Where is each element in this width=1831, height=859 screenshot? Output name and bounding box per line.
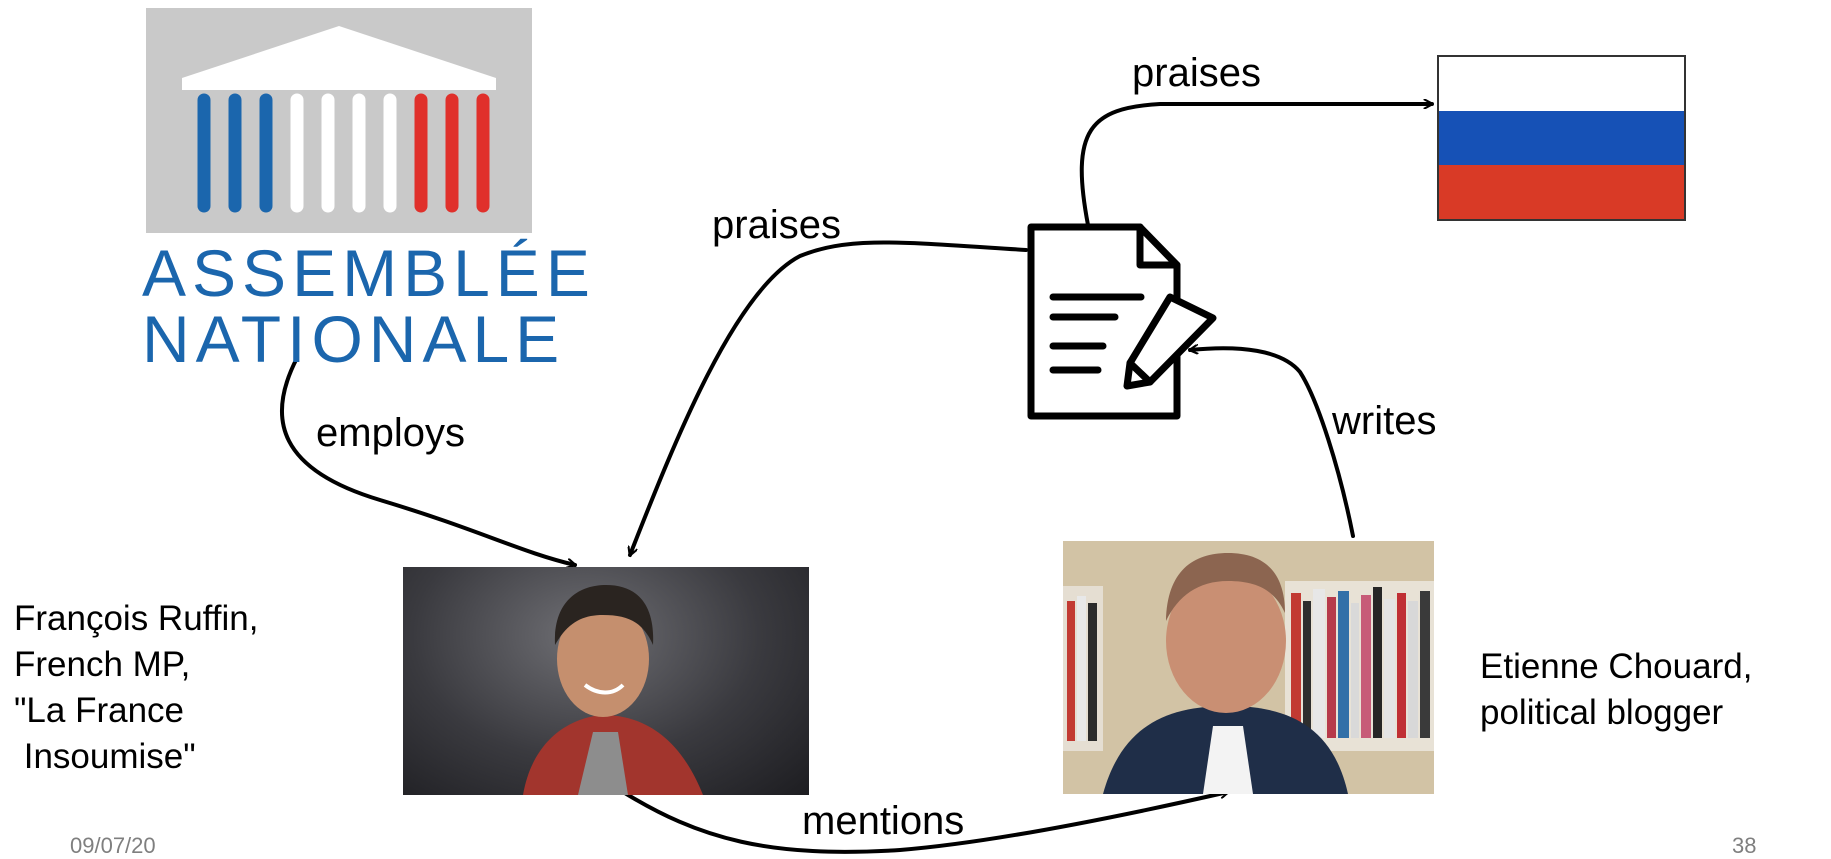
ruffin-caption: François Ruffin, French MP, "La France I… — [14, 599, 259, 776]
assemblee-nationale-logo — [146, 8, 532, 233]
person-portrait-icon — [523, 585, 703, 795]
employs-arrow — [279, 356, 575, 565]
praises-flag-arrow — [1079, 104, 1434, 227]
flag-blue-stripe — [1439, 110, 1684, 165]
chouard-caption: Etienne Chouard, political blogger — [1480, 647, 1753, 732]
slide-number: 38 — [1732, 833, 1757, 858]
logo-text-line1: ASSEMBLÉE — [142, 236, 596, 310]
person-portrait-icon — [1063, 541, 1434, 794]
document-with-pen-icon — [1027, 223, 1217, 420]
praises-flag-label: praises — [1132, 51, 1261, 95]
praises-doc-label: praises — [712, 203, 841, 247]
russian-flag — [1437, 55, 1686, 221]
mentions-label: mentions — [802, 799, 965, 843]
flag-red-stripe — [1439, 164, 1684, 219]
writes-arrow — [1190, 348, 1355, 538]
writes-label: writes — [1332, 399, 1437, 443]
flag-white-stripe — [1439, 57, 1684, 111]
francois-ruffin-photo — [403, 567, 809, 795]
parliament-building-icon — [182, 26, 496, 213]
praises-doc-arrow — [630, 240, 1028, 556]
mentions-arrow — [618, 790, 1228, 854]
employs-label: employs — [316, 411, 465, 455]
slide-date: 09/07/20 — [70, 833, 156, 858]
etienne-chouard-photo — [1063, 541, 1434, 794]
logo-text-line2: NATIONALE — [142, 302, 566, 376]
